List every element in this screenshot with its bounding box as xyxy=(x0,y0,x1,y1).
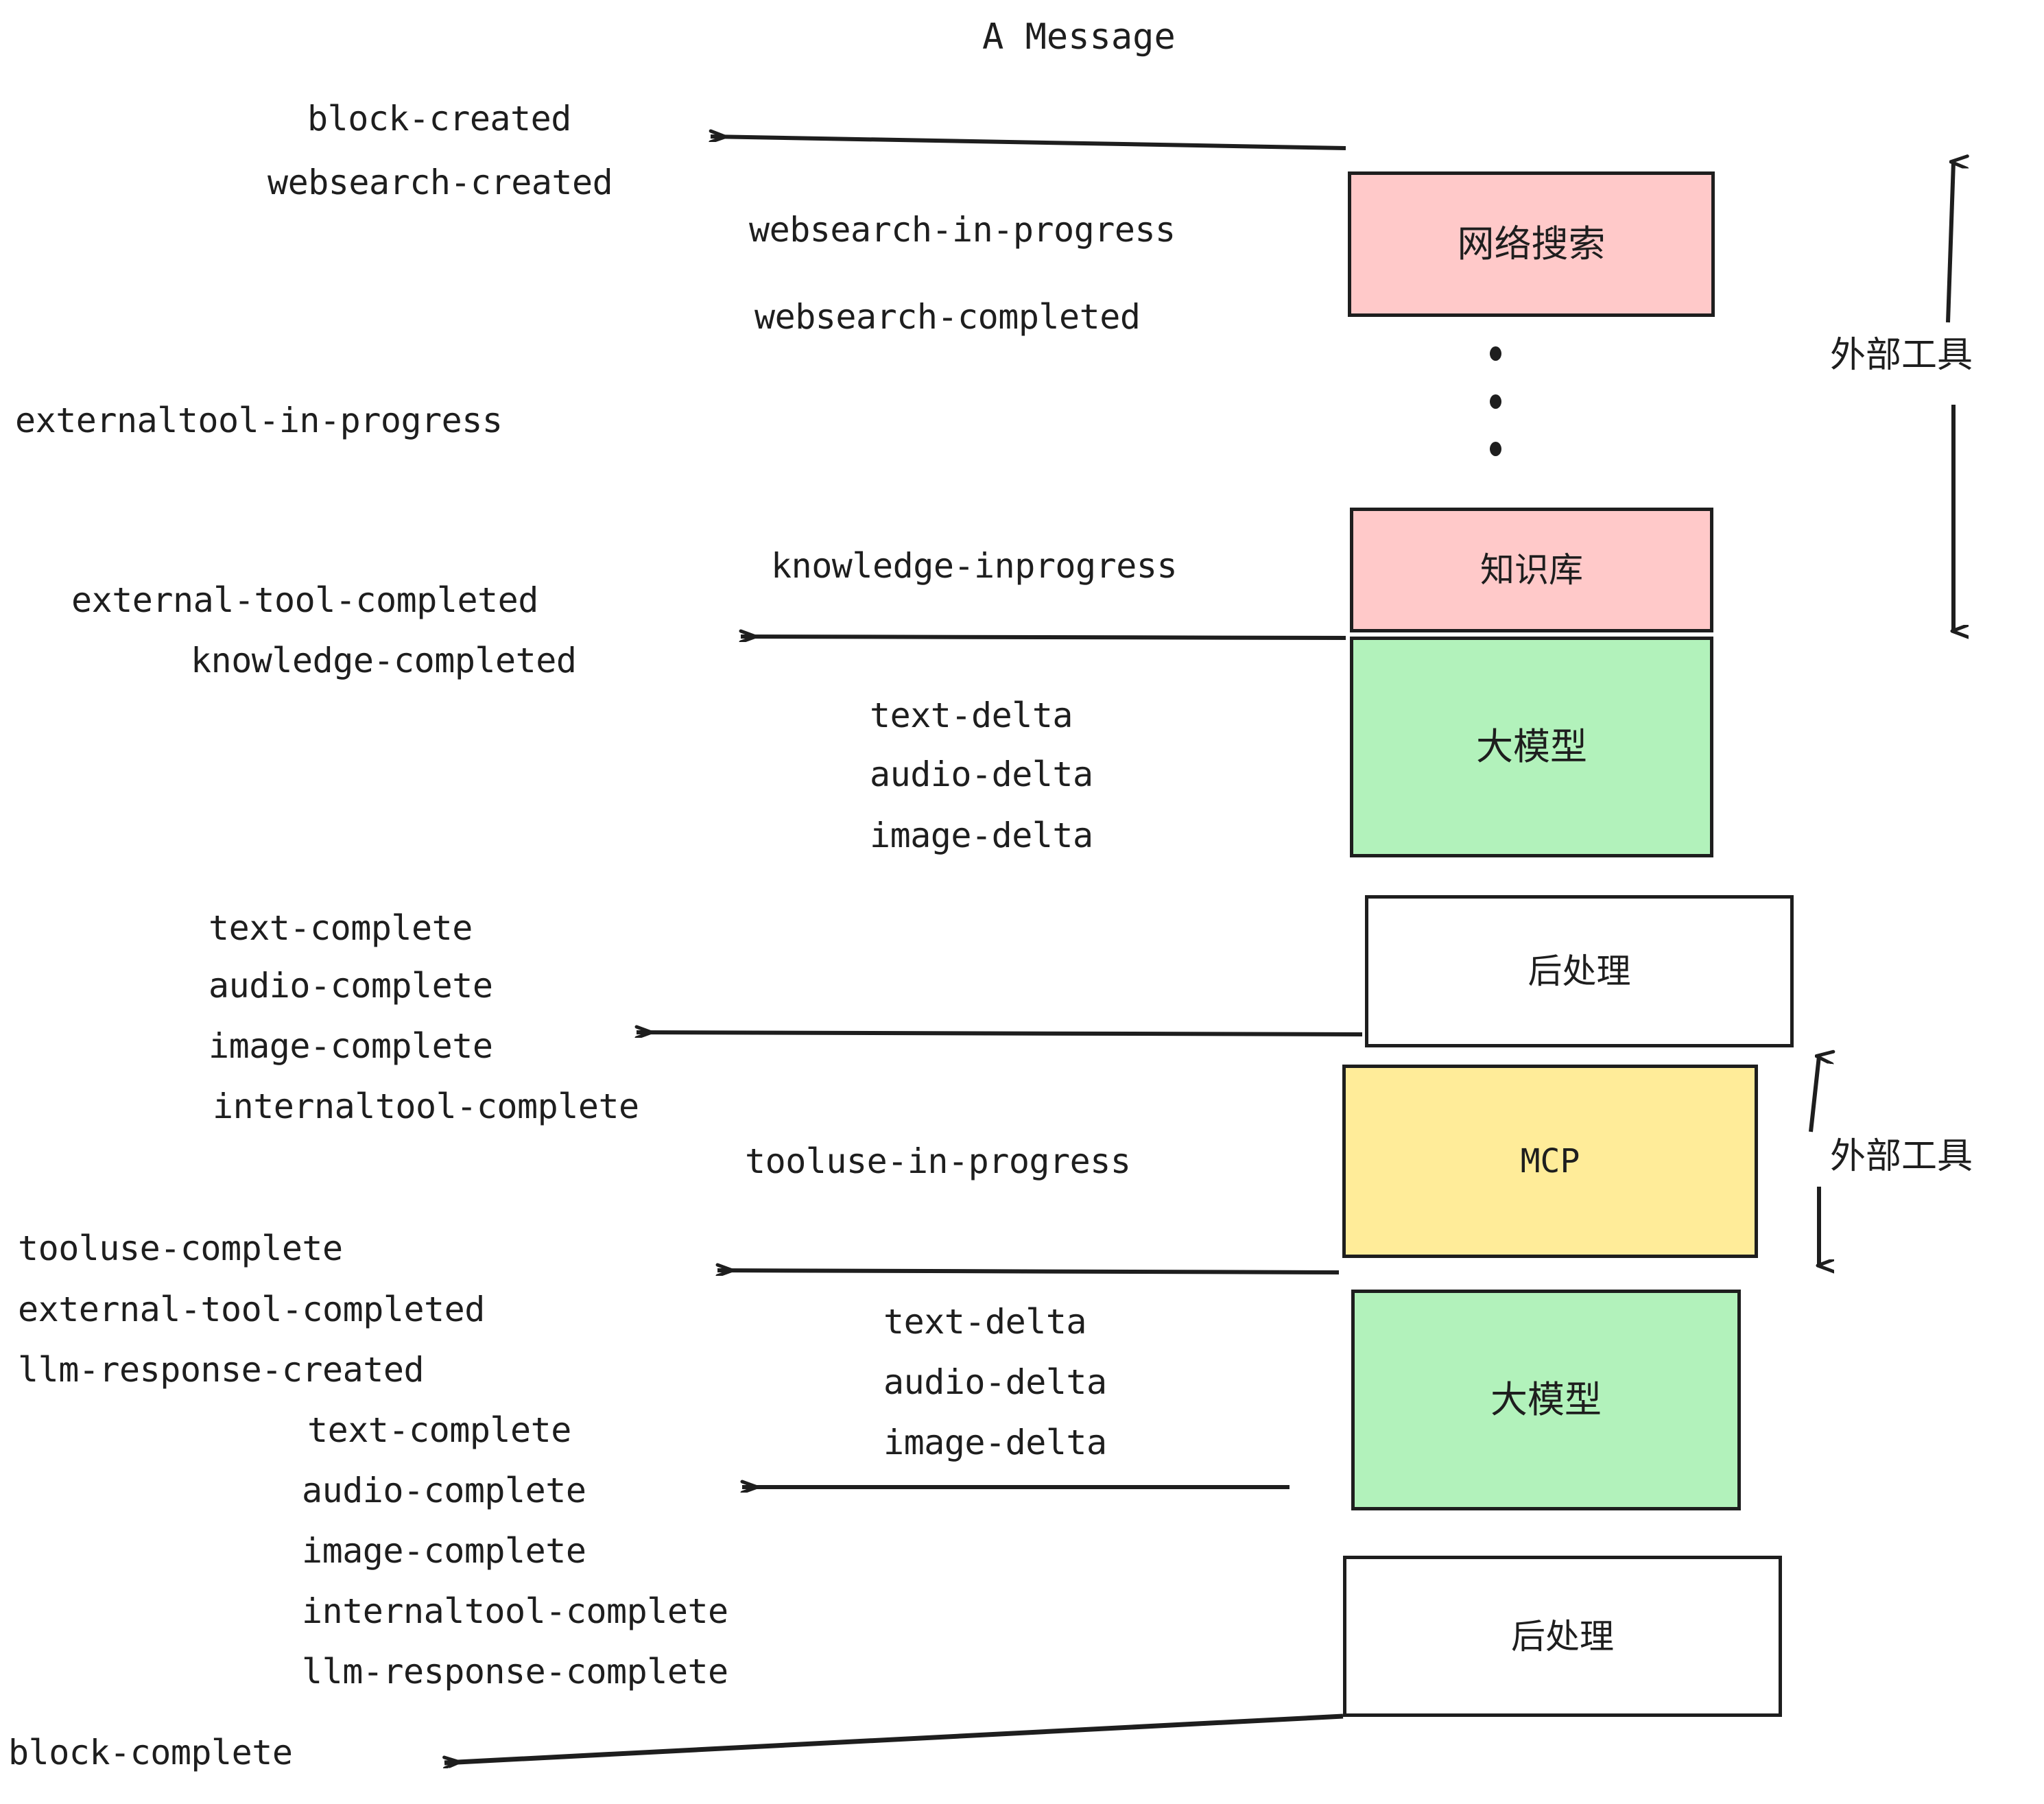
annotation-external-tool-top: 外部工具 xyxy=(1830,335,1973,376)
event-label-block-complete: block-complete xyxy=(8,1733,293,1772)
page-title: A Message xyxy=(982,16,1176,58)
ellipsis-dot xyxy=(1489,442,1501,456)
box-llm-1-label: 大模型 xyxy=(1476,725,1587,768)
arrow-mcp-to-tooluse-complete xyxy=(717,1270,1340,1272)
box-postprocess-1[interactable]: 后处理 xyxy=(1365,895,1794,1047)
box-postprocess-2[interactable]: 后处理 xyxy=(1343,1556,1782,1717)
event-label-image-delta-1: image-delta xyxy=(870,816,1093,855)
arrow-postprocess1-to-imagecomplete xyxy=(637,1032,1363,1034)
event-label-audio-complete-2: audio-complete xyxy=(302,1471,586,1510)
box-knowledge-label: 知识库 xyxy=(1480,550,1583,590)
event-label-knowledge-completed: knowledge-completed xyxy=(191,641,577,680)
annotation-external-tool-bottom: 外部工具 xyxy=(1830,1136,1973,1177)
event-label-internaltool-complete-1: internaltool-complete xyxy=(213,1087,639,1126)
event-label-image-complete-2: image-complete xyxy=(302,1531,586,1571)
box-llm-1[interactable]: 大模型 xyxy=(1350,637,1713,857)
box-websearch[interactable]: 网络搜索 xyxy=(1348,171,1715,317)
event-label-audio-complete-1: audio-complete xyxy=(209,966,493,1006)
event-label-text-delta-2: text-delta xyxy=(883,1302,1087,1342)
event-label-websearch-created: websearch-created xyxy=(268,163,613,202)
external-tool-range-bottom xyxy=(1809,1056,1819,1266)
ellipsis-dot xyxy=(1489,346,1501,361)
event-label-external-tool-completed-1: external-tool-completed xyxy=(71,580,538,620)
box-postprocess-2-label: 后处理 xyxy=(1511,1616,1614,1657)
arrow-postprocess2-to-blockcomplete xyxy=(444,1713,1344,1763)
event-label-image-delta-2: image-delta xyxy=(883,1423,1107,1462)
arrow-websearch-to-blockcreated xyxy=(711,137,1346,150)
box-llm-2-label: 大模型 xyxy=(1490,1378,1602,1421)
event-label-tooluse-complete: tooluse-complete xyxy=(18,1229,343,1268)
event-label-audio-delta-2: audio-delta xyxy=(883,1362,1107,1402)
external-tool-range-top xyxy=(1946,162,1953,631)
event-label-externaltool-in-progress: externaltool-in-progress xyxy=(15,401,503,440)
event-label-websearch-completed: websearch-completed xyxy=(754,297,1141,337)
vertical-ellipsis-icon xyxy=(1488,346,1502,456)
box-knowledge[interactable]: 知识库 xyxy=(1350,508,1713,632)
event-label-internaltool-complete-2: internaltool-complete xyxy=(302,1591,728,1631)
event-label-text-complete-2: text-complete xyxy=(307,1410,571,1450)
event-label-audio-delta-1: audio-delta xyxy=(870,755,1093,794)
event-label-llm-response-created: llm-response-created xyxy=(18,1350,425,1390)
event-label-knowledge-inprogress: knowledge-inprogress xyxy=(771,546,1178,586)
ellipsis-dot xyxy=(1489,394,1501,409)
event-label-llm-response-complete: llm-response-complete xyxy=(302,1652,728,1692)
event-label-text-delta-1: text-delta xyxy=(870,696,1073,735)
box-llm-2[interactable]: 大模型 xyxy=(1351,1290,1741,1510)
box-mcp[interactable]: MCP xyxy=(1342,1065,1758,1258)
arrow-knowledge-to-completed xyxy=(741,637,1346,638)
event-label-block-created: block-created xyxy=(307,99,571,139)
event-label-tooluse-in-progress: tooluse-in-progress xyxy=(745,1141,1131,1181)
event-label-external-tool-completed-2: external-tool-completed xyxy=(18,1290,485,1329)
event-label-websearch-in-progress: websearch-in-progress xyxy=(749,210,1176,250)
box-postprocess-1-label: 后处理 xyxy=(1528,951,1631,991)
box-mcp-label: MCP xyxy=(1520,1142,1580,1180)
event-label-text-complete-1: text-complete xyxy=(209,908,473,948)
box-websearch-label: 网络搜索 xyxy=(1457,222,1606,265)
event-label-image-complete-1: image-complete xyxy=(209,1026,493,1066)
